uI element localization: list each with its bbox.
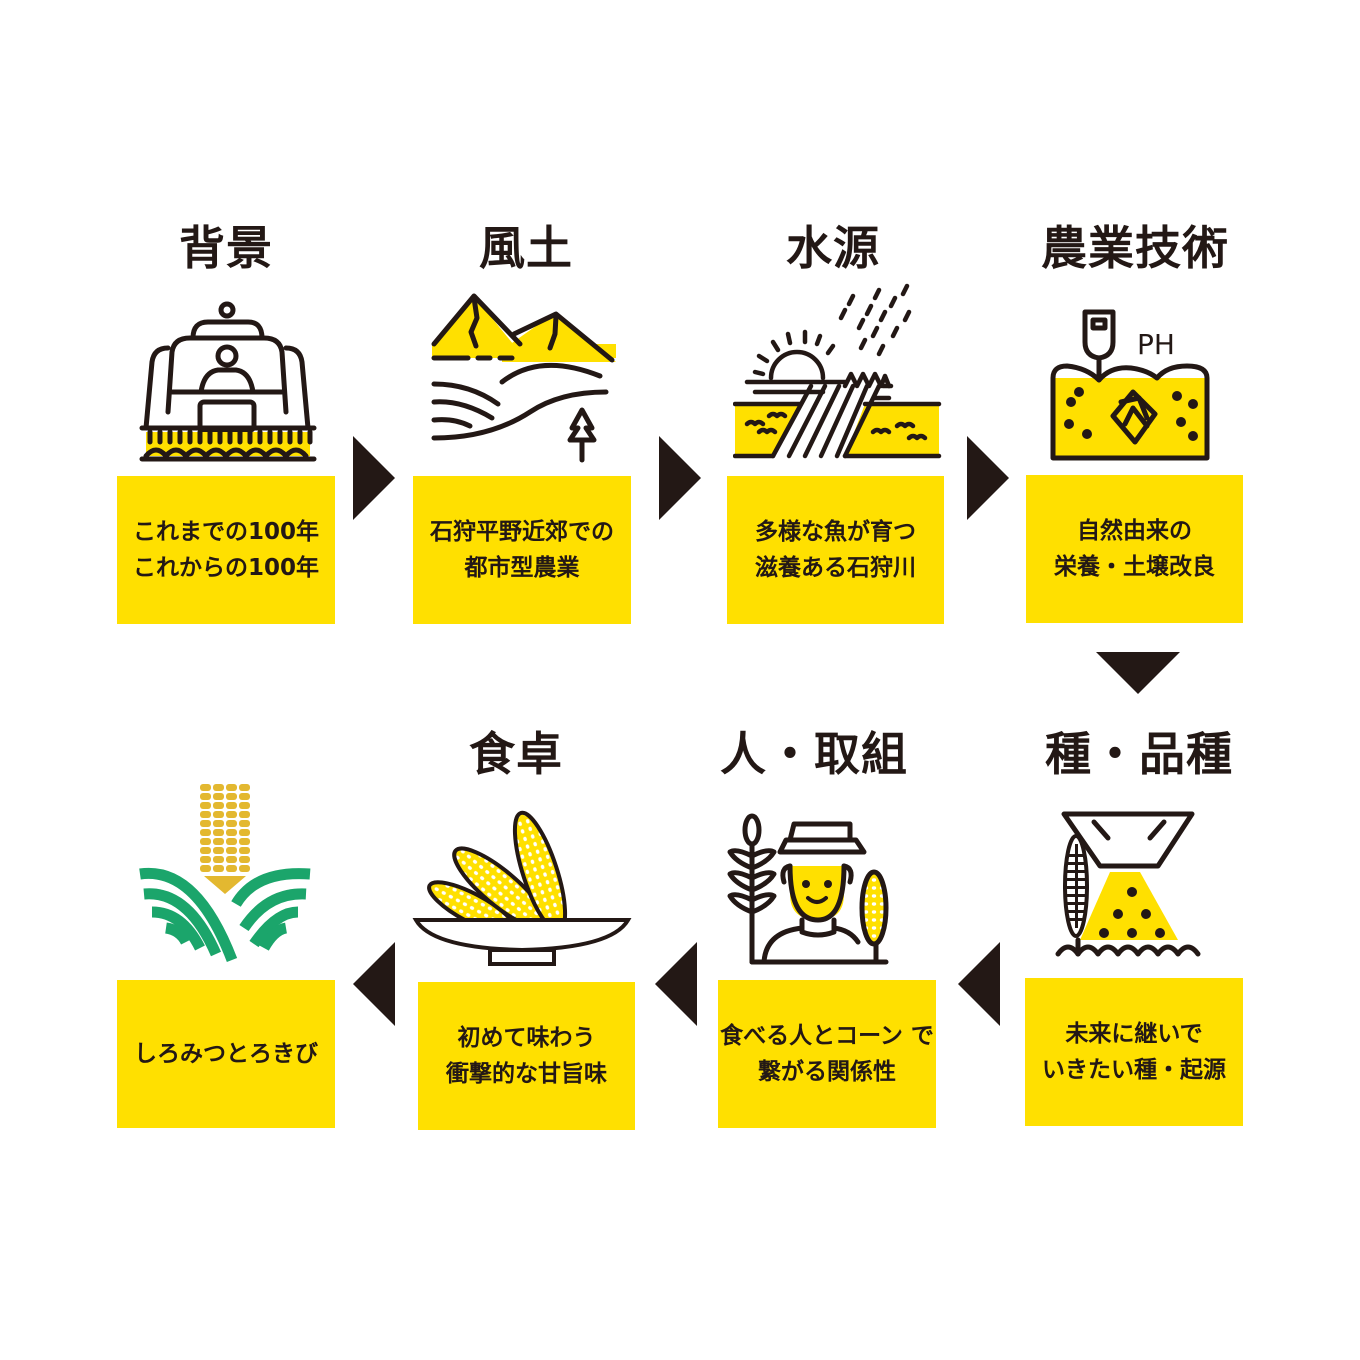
step-title-people: 人・取組 xyxy=(720,727,908,781)
step-text-line: 栄養・土壌改良 xyxy=(1054,554,1215,580)
arrow-right-icon xyxy=(353,436,395,520)
step-text-line: 衝撃的な甘旨味 xyxy=(446,1061,607,1087)
step-card-table: 初めて味わう衝撃的な甘旨味 xyxy=(418,982,635,1130)
step-text-line: 繋がる関係性 xyxy=(758,1059,896,1085)
arrow-right-icon xyxy=(659,436,701,520)
sun-rain-river-icon xyxy=(733,283,942,459)
step-text-line: 滋養ある石狩川 xyxy=(755,555,916,581)
seed-hopper-icon xyxy=(1055,811,1201,957)
arrow-right-icon xyxy=(967,436,1009,520)
step-text-line: いきたい種・起源 xyxy=(1042,1057,1226,1083)
step-title-agri-tech: 農業技術 xyxy=(1041,221,1229,275)
step-text-line: これからの100年 xyxy=(132,555,319,581)
mountains-fields-icon xyxy=(431,293,616,463)
step-text-line: 多様な魚が育つ xyxy=(755,519,916,545)
ph-soil-recycle-icon: PH xyxy=(1050,309,1210,461)
ph-label: PH xyxy=(1137,328,1175,361)
step-title-water-source: 水源 xyxy=(786,221,880,275)
step-text-line: 未来に継いで xyxy=(1065,1021,1203,1047)
step-card-seed-variety: 未来に継いでいきたい種・起源 xyxy=(1025,978,1243,1126)
step-text-line: 初めて味わう xyxy=(457,1025,596,1051)
arrow-left-icon xyxy=(655,942,697,1026)
step-title-background: 背景 xyxy=(179,221,273,275)
harvester-icon xyxy=(139,301,317,462)
step-title-climate: 風土 xyxy=(479,221,573,275)
step-title-table: 食卓 xyxy=(469,727,563,781)
step-card-background: これまでの100年これからの100年 xyxy=(117,476,335,624)
shiromitsu-logo-icon xyxy=(139,784,311,962)
step-text-line: 自然由来の xyxy=(1077,518,1192,544)
step-card-agri-tech: 自然由来の栄養・土壌改良 xyxy=(1026,475,1243,623)
step-text-line: 食べる人とコーン で xyxy=(720,1023,934,1049)
step-card-product: しろみつとろきび xyxy=(117,980,335,1128)
arrow-left-icon xyxy=(353,942,395,1026)
step-card-people: 食べる人とコーン で繋がる関係性 xyxy=(718,980,936,1128)
step-card-water-source: 多様な魚が育つ滋養ある石狩川 xyxy=(727,476,944,624)
farmer-icon xyxy=(727,813,889,965)
corn-bowl-icon xyxy=(412,810,632,966)
step-card-climate: 石狩平野近郊での都市型農業 xyxy=(413,476,631,624)
step-title-seed-variety: 種・品種 xyxy=(1045,727,1233,781)
step-text-line: 都市型農業 xyxy=(464,555,580,581)
step-text-line: これまでの100年 xyxy=(132,519,319,545)
arrow-left-icon xyxy=(958,942,1000,1026)
arrow-down-icon xyxy=(1096,652,1180,694)
step-text-line: 石狩平野近郊での xyxy=(430,519,614,545)
product-name: しろみつとろきび xyxy=(134,1041,318,1067)
